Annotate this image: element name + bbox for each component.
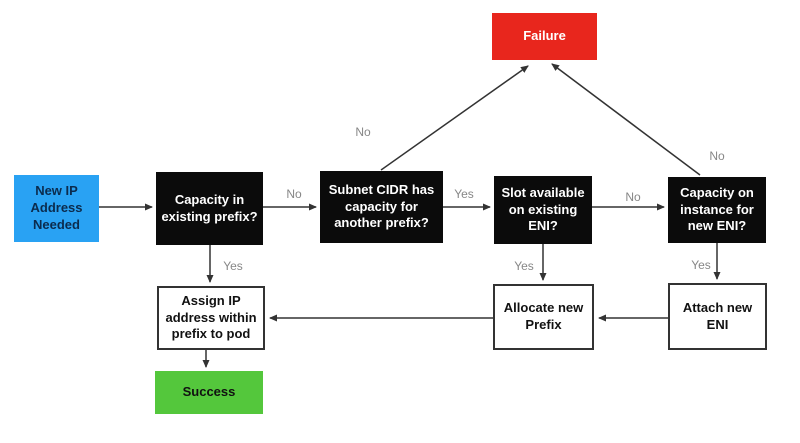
edge-label-q2-yes: Yes: [454, 187, 474, 201]
node-new-ip-needed: New IP Address Needed: [14, 175, 99, 242]
edge-label-q2-no: No: [355, 125, 371, 139]
edge-label-q4-no: No: [709, 149, 725, 163]
edge-label-q1-no: No: [286, 187, 302, 201]
node-allocate-new-prefix: Allocate new Prefix: [493, 284, 594, 350]
node-attach-new-eni: Attach new ENI: [668, 283, 767, 350]
node-failure: Failure: [492, 13, 597, 60]
node-subnet-cidr-capacity: Subnet CIDR has capacity for another pre…: [320, 171, 443, 243]
node-success: Success: [155, 371, 263, 414]
edge-label-q3-no: No: [625, 190, 641, 204]
node-assign-ip-to-pod: Assign IP address within prefix to pod: [157, 286, 265, 350]
node-capacity-in-existing-prefix: Capacity in existing prefix?: [156, 172, 263, 245]
edge-label-q1-yes: Yes: [223, 259, 243, 273]
arrow-q2-to-failure: [380, 65, 529, 171]
node-capacity-on-instance: Capacity on instance for new ENI?: [668, 177, 766, 243]
node-slot-available-eni: Slot available on existing ENI?: [494, 176, 592, 244]
arrow-q4-to-failure: [551, 63, 701, 176]
edge-label-q3-yes: Yes: [514, 259, 534, 273]
edge-label-q4-yes: Yes: [691, 258, 711, 272]
